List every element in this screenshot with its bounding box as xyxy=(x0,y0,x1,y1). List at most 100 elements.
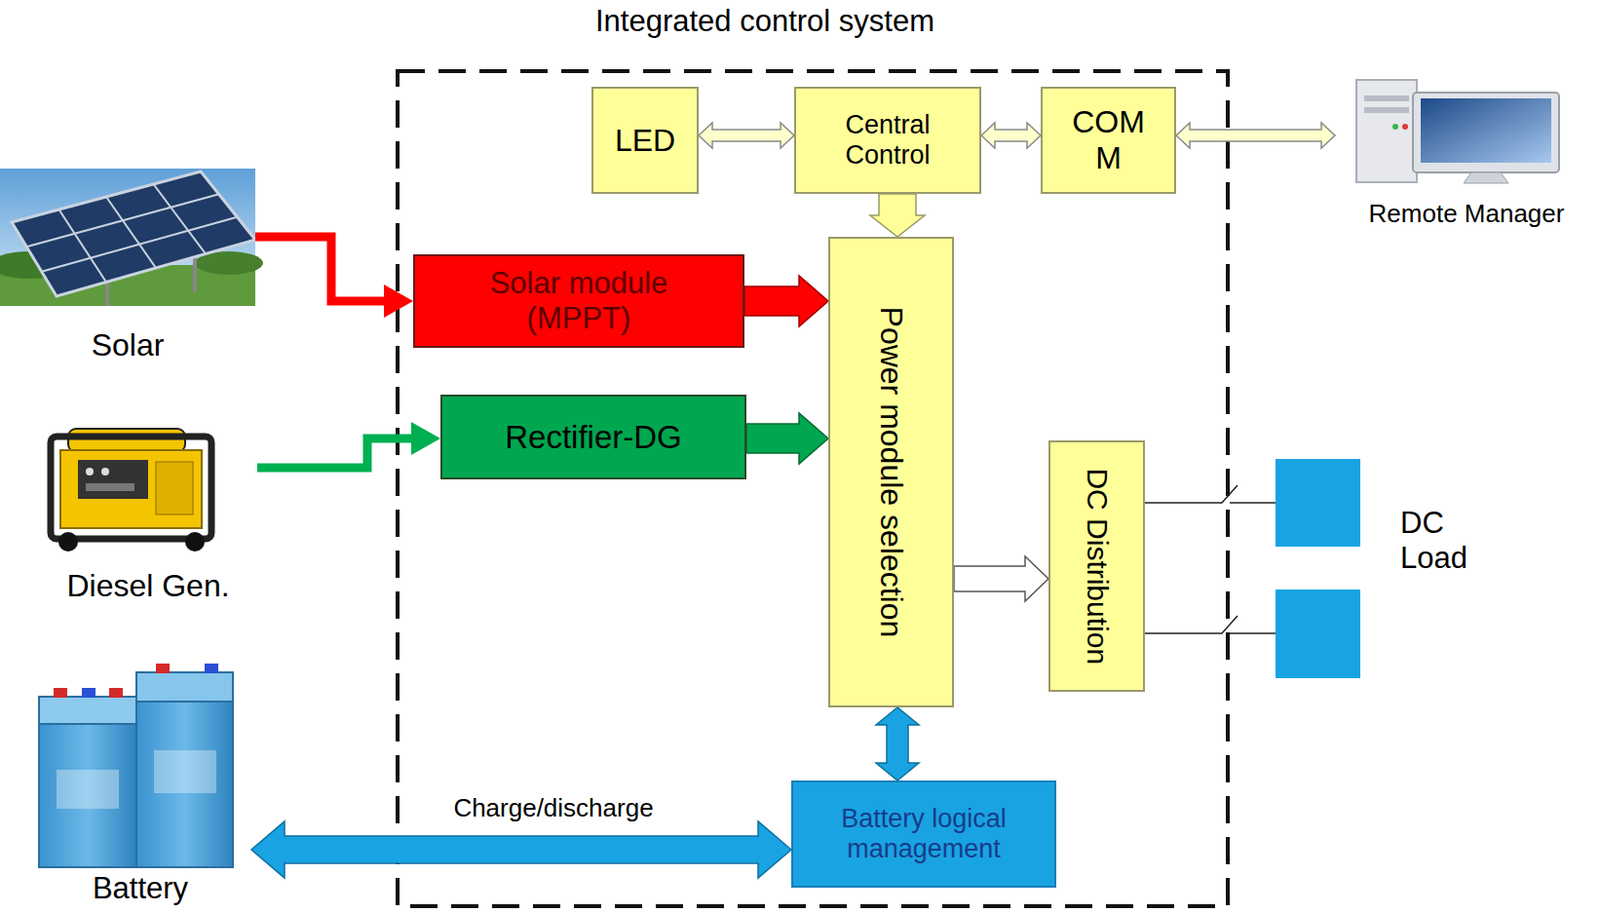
block-arrow xyxy=(981,122,1041,149)
block-arrow xyxy=(1176,122,1335,149)
dc-load-group: DC Load xyxy=(1275,458,1486,679)
comm-box: COM M xyxy=(1040,86,1177,194)
diesel-generator-photo xyxy=(60,450,202,529)
arrow-head xyxy=(383,284,414,318)
connector xyxy=(870,193,925,237)
block-arrow xyxy=(698,122,795,149)
connector xyxy=(953,556,1049,602)
connector xyxy=(744,275,829,327)
computer-photo xyxy=(1356,79,1417,183)
connector xyxy=(257,421,441,468)
connector xyxy=(1144,615,1276,634)
diesel-generator-photo xyxy=(58,532,78,552)
dc-distribution-box: DC Distribution xyxy=(1048,440,1145,692)
diesel-generator-photo xyxy=(50,436,212,539)
power-selection-box: Power module selection xyxy=(828,236,954,708)
edge-label: Charge/discharge xyxy=(453,794,653,824)
diesel-generator-photo xyxy=(85,467,94,476)
diesel-generator-photo xyxy=(85,483,135,492)
device-caption: Battery xyxy=(92,871,189,907)
connector xyxy=(746,413,829,464)
battery-management-box: Battery logical management xyxy=(791,780,1057,888)
block-arrow xyxy=(876,707,919,781)
load-label: DC Load xyxy=(1400,505,1493,575)
rectifier-box: Rectifier-DG xyxy=(440,394,747,480)
solar-source: Solar xyxy=(0,168,256,364)
computer-photo xyxy=(1402,123,1409,130)
box-label: LED xyxy=(614,122,676,159)
box-label: COM M xyxy=(1065,104,1153,177)
battery-photo xyxy=(204,663,219,674)
diesel-generator-photo xyxy=(50,428,212,552)
computer-photo xyxy=(1392,123,1399,130)
dc-load-blocks xyxy=(1275,458,1361,547)
connector xyxy=(255,236,414,318)
solar-panel-photo xyxy=(59,209,108,283)
switch-wire xyxy=(1144,485,1276,503)
power-feed-line xyxy=(255,236,388,302)
battery-photo xyxy=(38,696,137,868)
dc-load-blocks xyxy=(1275,458,1361,679)
battery-photo xyxy=(153,750,217,794)
switch-wire xyxy=(1144,615,1276,634)
battery-photo xyxy=(136,672,233,868)
diesel-generator-photo xyxy=(155,461,193,515)
battery-photo xyxy=(56,769,119,809)
battery-photo xyxy=(81,687,96,698)
dc-load-blocks xyxy=(1275,589,1361,679)
diesel-source: Diesel Gen. xyxy=(38,419,258,605)
edge-label-holder: Charge/discharge xyxy=(453,794,653,824)
block-arrow xyxy=(870,193,925,237)
connector xyxy=(1176,122,1335,149)
box-label: Solar module (MPPT) xyxy=(466,266,691,336)
connector xyxy=(981,122,1041,149)
connector xyxy=(251,821,792,878)
battery-photo xyxy=(155,663,170,674)
battery-photo xyxy=(109,687,123,698)
computer-photo xyxy=(1412,92,1560,173)
arrow-head xyxy=(411,421,441,456)
led-box: LED xyxy=(591,86,699,194)
dashed-enclosure xyxy=(397,71,1228,907)
computer-photo xyxy=(1463,172,1509,184)
block-arrow xyxy=(744,275,829,327)
computer-photo xyxy=(1356,79,1560,184)
solar-module-box: Solar module (MPPT) xyxy=(413,254,745,347)
computer-photo xyxy=(1364,107,1410,114)
device-caption: Solar xyxy=(91,327,165,364)
block-arrow xyxy=(746,413,829,464)
device-caption: Remote Manager xyxy=(1369,199,1565,229)
boundary-title: Integrated control system xyxy=(595,3,935,39)
solar-panel-photo xyxy=(153,184,207,255)
block-arrow xyxy=(251,821,792,878)
diesel-generator-photo xyxy=(185,532,205,552)
box-label: Rectifier-DG xyxy=(504,419,683,457)
computer-photo xyxy=(1364,95,1410,102)
box-label: Battery logical management xyxy=(793,803,1055,865)
box-label: DC Distribution xyxy=(1079,467,1114,665)
battery-source: Battery xyxy=(29,672,252,907)
box-label: Central Control xyxy=(814,110,961,171)
control-box: Central Control xyxy=(794,86,982,194)
device-caption: Diesel Gen. xyxy=(66,568,229,605)
diesel-generator-photo xyxy=(101,467,110,476)
solar-panel-photo xyxy=(106,196,156,268)
block-arrow xyxy=(953,556,1049,602)
computer-photo xyxy=(1420,98,1552,163)
diesel-generator-photo xyxy=(68,428,186,453)
connector xyxy=(698,122,795,149)
battery-photo xyxy=(38,696,137,724)
power-feed-line xyxy=(257,438,416,468)
solar-panel-photo xyxy=(105,282,110,306)
battery-photo xyxy=(136,672,233,702)
connector xyxy=(876,707,919,781)
box-label: Power module selection xyxy=(873,306,910,639)
connector xyxy=(1144,485,1276,503)
solar-panel-photo xyxy=(0,168,256,306)
solar-panel-photo xyxy=(11,171,256,297)
remote-manager: Remote Manager xyxy=(1334,73,1599,229)
battery-photo xyxy=(53,687,68,698)
solar-panel-photo xyxy=(192,255,197,293)
system-boundary: Integrated control systemLEDCentral Cont… xyxy=(397,71,1228,907)
